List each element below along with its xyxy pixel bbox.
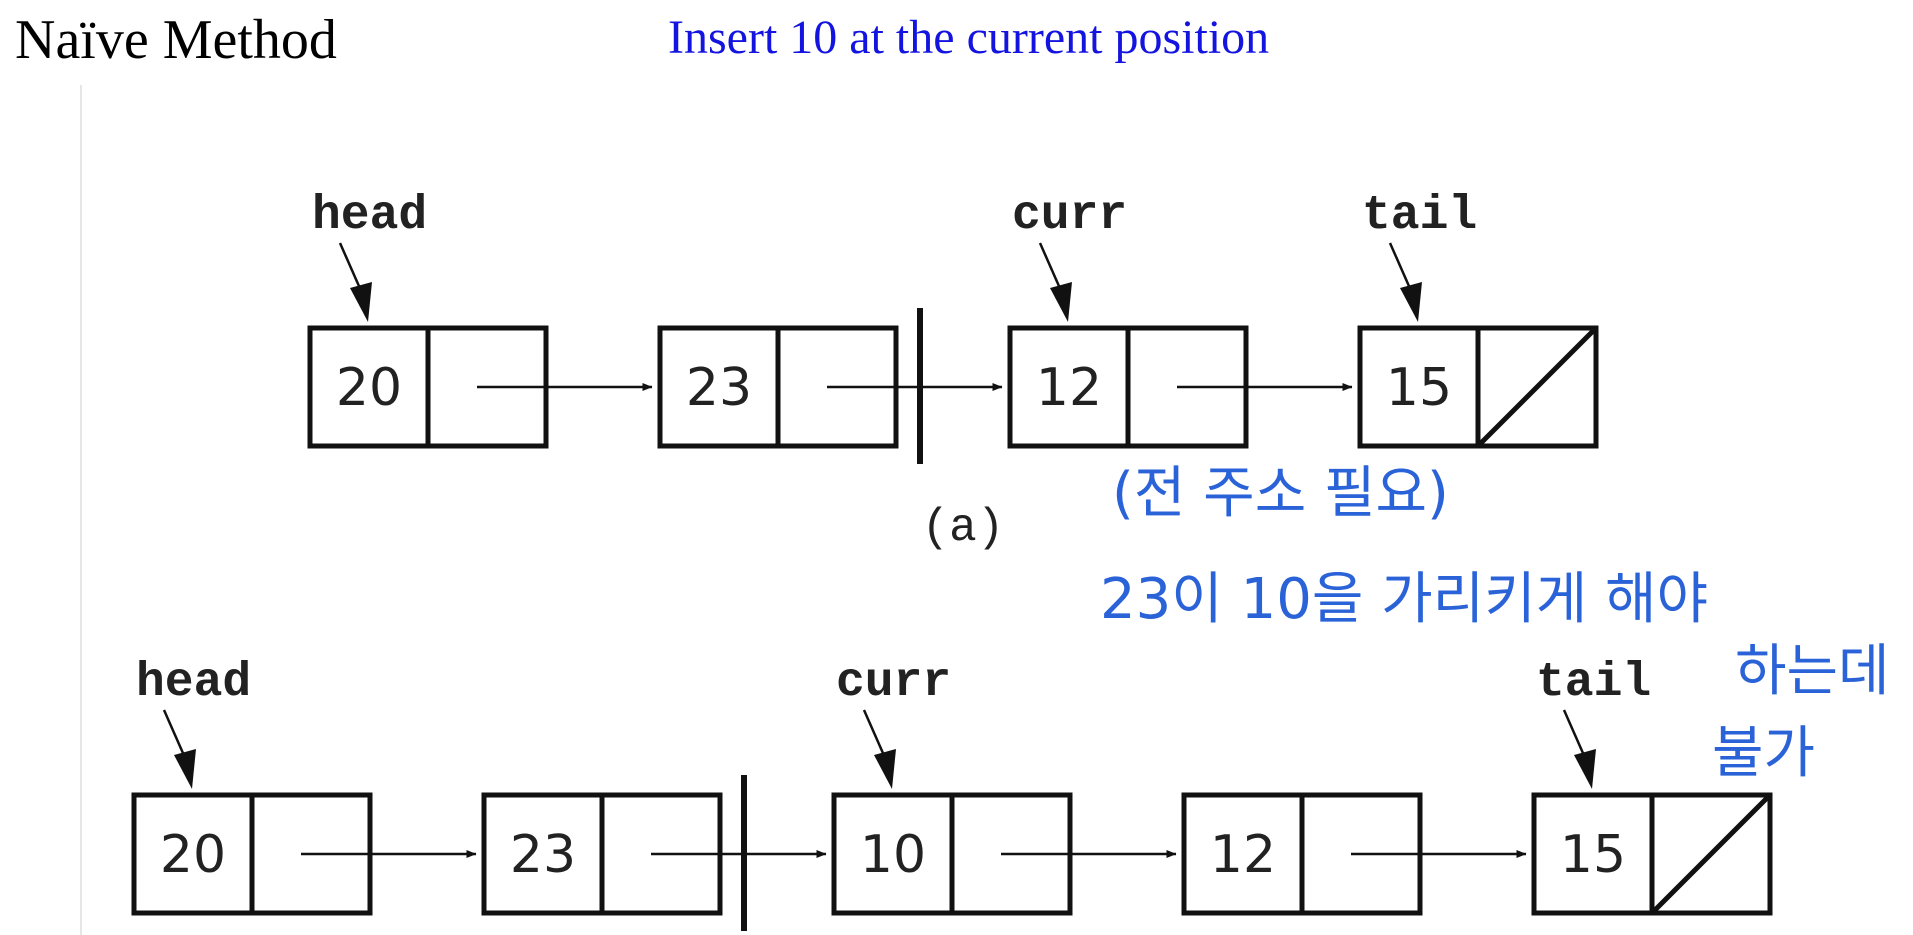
null-slash [1476,326,1598,448]
tail-label: tail [1362,189,1477,243]
node-value: 15 [1560,825,1626,885]
tail-label: tail [1536,656,1651,710]
list-node: 23 [481,792,827,916]
diagram-b: 20 23 10 12 15 head curr tail [131,656,1773,931]
list-node: 12 [1007,325,1353,449]
pointer-curr: curr [1012,189,1127,322]
head-arrow-head [350,282,372,322]
pointer-head: head [312,189,427,322]
curr-arrow-shaft [1038,242,1064,294]
node-value: 12 [1210,825,1276,885]
list-node: 15 [1357,325,1599,449]
list-node: 12 [1181,792,1527,916]
node-value: 20 [336,358,402,418]
list-node: 15 [1531,792,1773,916]
tail-arrow-head [1400,282,1422,322]
node-value: 12 [1036,358,1102,418]
list-node: 23 [657,325,1003,449]
list-node: 20 [131,792,477,916]
pointer-tail: tail [1536,656,1651,789]
curr-label: curr [1012,189,1127,243]
tail-arrow-head [1574,749,1596,789]
head-arrow-shaft [162,709,188,761]
curr-arrow-head [1050,282,1072,322]
tail-arrow-shaft [1562,709,1588,761]
head-label: head [312,189,427,243]
annotation-line-3: 하는데 [1735,639,1890,704]
page-subtitle: Insert 10 at the current position [668,11,1270,64]
annotation-line-1: (전 주소 필요) [1112,461,1449,526]
head-label: head [136,656,251,710]
null-slash [1650,793,1772,915]
tail-arrow-shaft [1388,242,1414,294]
curr-arrow-shaft [862,709,888,761]
node-value: 23 [686,358,752,418]
list-node: 20 [307,325,653,449]
pointer-tail: tail [1362,189,1477,322]
head-arrow-shaft [338,242,364,294]
handwritten-annotation: (전 주소 필요) 23이 10을 가리키게 해야 하는데 불가 [1100,461,1890,786]
node-value: 20 [160,825,226,885]
pointer-head: head [136,656,251,789]
head-arrow-head [174,749,196,789]
annotation-line-4: 불가 [1712,721,1815,786]
node-value: 10 [860,825,926,885]
page-title: Naïve Method [15,9,337,71]
list-node: 10 [831,792,1177,916]
node-value: 15 [1386,358,1452,418]
node-value: 23 [510,825,576,885]
diagram-a: 20 23 12 15 head curr tail [307,189,1599,464]
pointer-curr: curr [836,656,951,789]
curr-label: curr [836,656,951,710]
diagram-a-caption: (a) [922,502,1005,554]
annotation-line-2: 23이 10을 가리키게 해야 [1100,567,1708,632]
left-divider [80,85,82,935]
curr-arrow-head [874,749,896,789]
